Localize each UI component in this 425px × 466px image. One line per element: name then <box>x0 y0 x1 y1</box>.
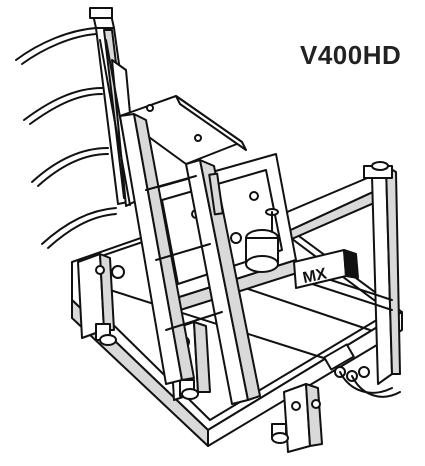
pivot-joint <box>230 208 279 273</box>
mx-badge <box>293 249 359 289</box>
mount-bracket-right <box>271 383 323 453</box>
hydraulic-cylinders <box>323 343 401 398</box>
bale-spike-tines <box>15 27 117 249</box>
mast-tower <box>119 95 261 405</box>
mount-bracket-left <box>77 253 125 346</box>
mx-badge-text: MX <box>301 265 328 287</box>
model-name-label: V400HD <box>300 40 402 70</box>
